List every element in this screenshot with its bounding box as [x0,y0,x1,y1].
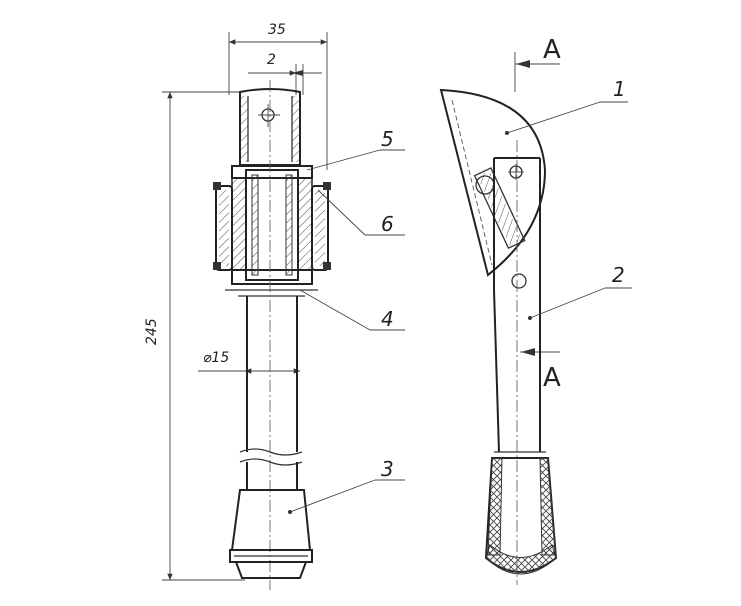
rubber-tip-front [229,489,313,579]
dimension-35: 35 [228,22,328,170]
tube [239,296,303,490]
callout-4: 4 [381,307,394,331]
callout-6: 6 [381,212,394,236]
dimension-diameter-label: ⌀15 [203,350,229,366]
dimension-2-label: 2 [267,52,276,68]
bracket-top [239,88,301,166]
front-view: 35 2 245 ⌀15 [144,22,405,590]
section-a-top: A [543,35,561,65]
dimension-245: 245 [144,91,245,581]
dimension-diameter: ⌀15 [198,350,300,374]
callout-5: 5 [381,127,394,151]
callout-2: 2 [612,263,625,287]
dimension-2: 2 [248,52,322,95]
section-a-bottom: A [543,363,561,393]
dimension-245-label: 245 [144,318,160,345]
callout-1: 1 [613,77,626,101]
callout-3: 3 [381,457,394,481]
dimension-35-label: 35 [268,22,286,38]
side-view: A A [439,35,632,585]
bearing-assembly [213,80,331,590]
